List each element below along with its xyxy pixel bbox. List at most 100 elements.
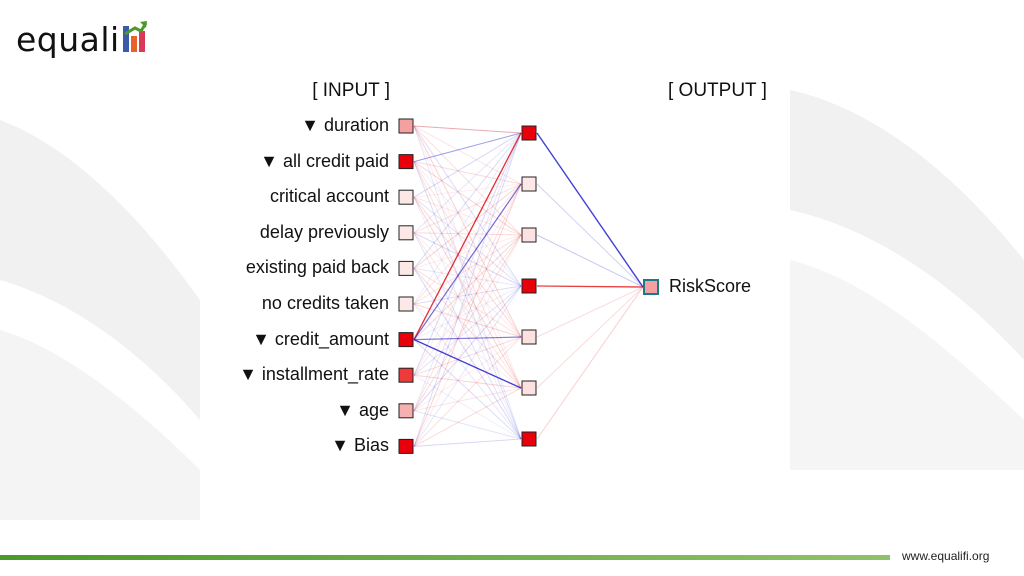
connection-edge [413,132,522,234]
connection-edge [413,285,522,447]
connection-edge [413,125,522,134]
connection-edge [413,410,522,440]
connection-edge [413,232,522,389]
connection-edge [413,196,522,338]
connection-edge [413,161,522,389]
connection-edge [413,132,522,411]
logo-mark-icon [122,21,148,52]
input-node-label: delay previously [259,221,389,242]
connection-edge [536,132,644,288]
connection-edge [413,234,522,447]
connection-edge [413,336,522,447]
output-header: [ OUTPUT ] [668,80,767,101]
input-node[interactable] [398,225,414,241]
connection-edge [413,161,522,440]
input-node[interactable] [398,260,414,276]
connection-edge [413,234,522,269]
hidden-node[interactable] [521,125,537,141]
connection-edge [413,285,522,376]
connection-edge [413,132,522,163]
equalifi-logo: equali [16,10,148,56]
connection-edge [413,285,522,412]
connection-edge [413,183,522,234]
connection-edge [413,161,522,185]
connection-edge [413,196,522,236]
hidden-node[interactable] [521,380,537,396]
input-node-label: no credits taken [261,293,389,313]
input-node[interactable] [398,118,414,134]
connection-edge [413,232,522,287]
connection-edge [413,183,522,305]
connection-edge [413,267,522,287]
connection-edge [413,132,522,163]
input-node-label: ▼ age [336,399,389,420]
connection-edge [536,183,644,288]
connection-edge [413,125,522,389]
connection-edge [413,285,522,341]
connection-edge [413,125,522,287]
input-node[interactable] [398,367,414,383]
input-node[interactable] [398,189,414,205]
input-node-label: ▼ duration [301,115,389,135]
connection-edge [413,232,522,440]
connection-edge [413,183,522,198]
input-node-label: critical account [269,186,389,207]
connection-edge [413,125,522,185]
input-node[interactable] [398,296,414,312]
connection-edge [413,161,522,236]
neural-network-diagram: [ INPUT ] [ OUTPUT ] ▼ duration ▼ all cre… [200,70,790,470]
connection-edge [413,303,522,389]
connection-edge [413,234,522,412]
connection-edge [413,196,522,389]
connection-edge [413,183,522,269]
network-graph [398,118,659,454]
input-header: [ INPUT ] [312,80,390,101]
input-node[interactable] [398,332,414,348]
connection-edge [536,285,644,288]
input-node[interactable] [398,154,414,170]
hidden-node[interactable] [521,278,537,294]
input-node-label: ▼ credit_amount [252,328,389,349]
connection-edge [413,387,522,412]
connection-edge [413,267,522,338]
input-node[interactable] [398,403,414,419]
connection-edge [536,234,644,288]
input-node-label: existing paid back [245,257,389,278]
input-node-label: ▼ all credit paid [260,150,389,171]
connection-edge [413,161,522,287]
connection-edge [413,268,522,389]
connection-edge [413,374,522,440]
website-url: www.equalifi.org [902,549,990,563]
connection-edge [413,183,522,340]
connection-edge [413,125,522,236]
connection-edge [413,268,522,440]
connection-edge [413,125,522,338]
connection-edge [536,286,644,338]
hidden-node[interactable] [521,227,537,243]
connection-edge [413,303,522,338]
connection-edge [413,125,522,440]
connection-edge [413,132,522,447]
connection-edge [413,387,522,447]
connection-edge [413,183,522,376]
input-node[interactable] [398,438,414,454]
hidden-node[interactable] [521,431,537,447]
connection-edge [413,232,522,236]
connection-edge [413,339,522,389]
connection-edge [413,234,522,340]
footer-bar [0,555,890,560]
logo-text: equali [16,20,120,59]
connection-edge [413,303,522,440]
connection-edge [413,336,522,376]
connection-edge [413,234,522,305]
hidden-node[interactable] [521,176,537,192]
hidden-node[interactable] [521,329,537,345]
connection-edge [413,438,522,447]
connection-edge [413,374,522,389]
connection-edge [413,336,522,412]
output-node-label: RiskScore [669,276,752,296]
connection-edge [413,132,522,340]
connection-edge [413,234,522,376]
output-node[interactable] [643,279,659,295]
connection-edge [413,336,522,341]
